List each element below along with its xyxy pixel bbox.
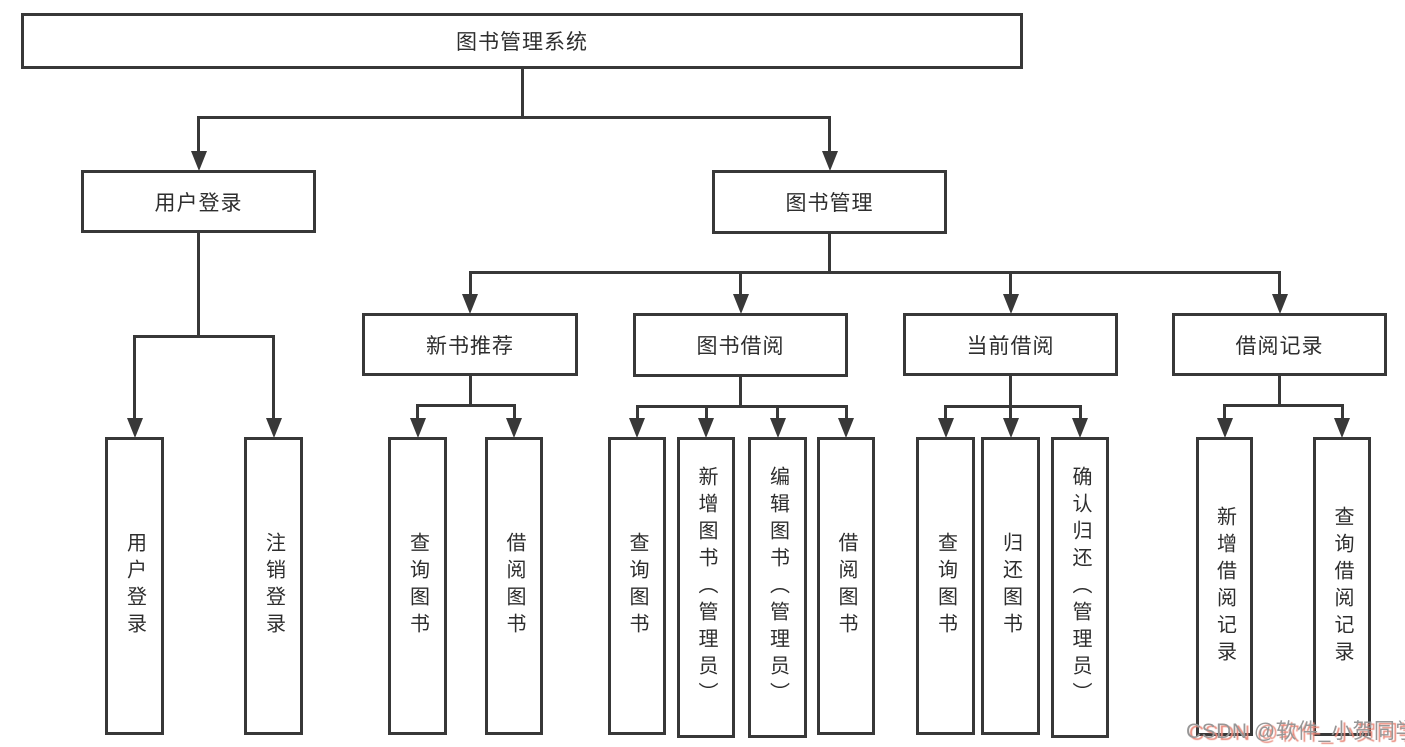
edge-book-borrow-arrow-leaf-bb-borrow [838,418,854,438]
edge-new-book-rec-arrow-leaf-nb-query [409,418,426,438]
edge-book-borrow-drop-leaf-bb-edit [776,404,779,421]
edge-new-book-rec-stem [468,374,472,407]
node-label-user-login: 用户登录 [154,191,243,215]
edge-user-login-drop-leaf-logout [272,334,275,421]
edge-borrow-records-drop-leaf-br-query [1340,403,1344,421]
edge-root-arrow-book-mgmt [821,151,838,171]
node-label-current-borrow: 当前借阅 [966,334,1055,358]
node-label-leaf-br-query: 查询借阅记录 [1331,505,1353,668]
edge-book-mgmt-drop-borrow-records [1278,270,1281,297]
node-user-login: 用户登录 [81,170,316,233]
node-label-leaf-bb-borrow: 借阅图书 [835,532,857,640]
node-label-leaf-nb-query: 查询图书 [406,532,429,640]
edge-book-borrow-arrow-leaf-bb-add [698,418,714,438]
node-label-leaf-nb-borrow: 借阅图书 [503,532,525,640]
edge-book-borrow-arrow-leaf-bb-query [629,418,645,438]
node-label-leaf-cb-return: 归还图书 [999,532,1022,640]
node-leaf-bb-borrow: 借阅图书 [817,437,875,735]
node-leaf-cb-return: 归还图书 [981,437,1040,735]
node-leaf-bb-edit: 编辑图书（管理员） [748,437,807,738]
edge-book-mgmt-stem [828,232,831,274]
edge-book-mgmt-drop-book-borrow [739,270,742,297]
edge-root-drop-user-login [197,115,200,154]
node-label-leaf-user-login: 用户登录 [123,532,146,640]
node-label-book-mgmt: 图书管理 [785,192,874,215]
edge-user-login-bus [133,334,275,338]
node-label-leaf-bb-query: 查询图书 [626,532,648,640]
node-label-leaf-cb-query: 查询图书 [934,532,957,640]
node-leaf-cb-query: 查询图书 [916,437,975,735]
node-leaf-cb-confirm: 确认归还（管理员） [1051,437,1109,738]
edge-current-borrow-arrow-leaf-cb-query [937,418,954,438]
edge-book-borrow-bus [635,404,848,408]
edge-current-borrow-stem [1009,374,1012,408]
edge-borrow-records-arrow-leaf-br-query [1334,418,1350,438]
edge-user-login-arrow-leaf-logout [265,418,282,438]
node-leaf-br-add: 新增借阅记录 [1196,437,1253,736]
edge-borrow-records-stem [1278,374,1281,407]
node-label-leaf-br-add: 新增借阅记录 [1213,505,1236,668]
edge-book-mgmt-arrow-current-borrow [1002,294,1019,314]
edge-current-borrow-drop-leaf-cb-return [1009,404,1012,421]
edge-new-book-rec-bus [416,403,516,407]
node-current-borrow: 当前借阅 [903,313,1118,376]
node-label-new-book-rec: 新书推荐 [426,334,514,358]
node-label-leaf-cb-confirm: 确认归还（管理员） [1069,466,1091,709]
edge-current-borrow-arrow-leaf-cb-return [1002,418,1019,438]
edge-book-mgmt-bus [468,270,1281,274]
edge-root-bus [197,115,831,119]
edge-book-borrow-stem [739,375,742,408]
edge-user-login-drop-leaf-user-login [133,334,136,421]
edge-borrow-records-arrow-leaf-br-add [1216,418,1233,438]
csdn-watermark: CSDN @软件_小贺同学 [1186,720,1405,743]
edge-new-book-rec-arrow-leaf-nb-borrow [506,418,522,438]
edge-user-login-stem [197,231,200,338]
edge-book-mgmt-arrow-book-borrow [732,294,749,314]
node-leaf-nb-query: 查询图书 [388,437,447,735]
edge-new-book-rec-drop-leaf-nb-query [416,403,419,421]
node-book-borrow: 图书借阅 [633,313,848,377]
edge-book-borrow-drop-leaf-bb-borrow [844,404,848,421]
edge-book-mgmt-arrow-new-book-rec [462,294,478,314]
node-label-leaf-bb-edit: 编辑图书（管理员） [766,466,789,709]
node-label-borrow-records: 借阅记录 [1235,334,1324,358]
node-leaf-bb-query: 查询图书 [608,437,666,735]
node-leaf-user-login: 用户登录 [105,437,164,735]
node-book-mgmt: 图书管理 [712,170,947,234]
edge-current-borrow-arrow-leaf-cb-confirm [1072,418,1088,438]
edge-book-borrow-drop-leaf-bb-query [635,404,639,421]
edge-book-mgmt-drop-current-borrow [1009,270,1012,297]
node-root: 图书管理系统 [21,13,1023,69]
node-borrow-records: 借阅记录 [1172,313,1387,376]
node-label-book-borrow: 图书借阅 [696,335,785,358]
node-label-leaf-bb-add: 新增图书（管理员） [695,466,717,709]
node-leaf-nb-borrow: 借阅图书 [485,437,543,735]
edge-book-borrow-arrow-leaf-bb-edit [769,418,786,438]
node-label-leaf-logout: 注销登录 [262,532,285,640]
node-new-book-rec: 新书推荐 [362,313,578,376]
edge-current-borrow-drop-leaf-cb-query [944,404,947,421]
edge-user-login-arrow-leaf-user-login [126,418,143,438]
edge-current-borrow-drop-leaf-cb-confirm [1078,404,1082,421]
edge-root-arrow-user-login [190,151,207,171]
edge-book-borrow-drop-leaf-bb-add [704,404,708,421]
edge-new-book-rec-drop-leaf-nb-borrow [512,403,516,421]
edge-root-drop-book-mgmt [828,115,831,154]
edge-borrow-records-drop-leaf-br-add [1223,403,1226,421]
node-leaf-bb-add: 新增图书（管理员） [677,437,735,738]
edge-book-mgmt-arrow-borrow-records [1271,294,1288,314]
node-leaf-br-query: 查询借阅记录 [1313,437,1371,736]
edge-borrow-records-bus [1223,403,1344,407]
edge-book-mgmt-drop-new-book-rec [468,270,472,297]
edge-current-borrow-bus [944,404,1082,408]
node-label-root: 图书管理系统 [456,31,588,54]
edge-root-stem [520,67,524,119]
node-leaf-logout: 注销登录 [244,437,303,735]
